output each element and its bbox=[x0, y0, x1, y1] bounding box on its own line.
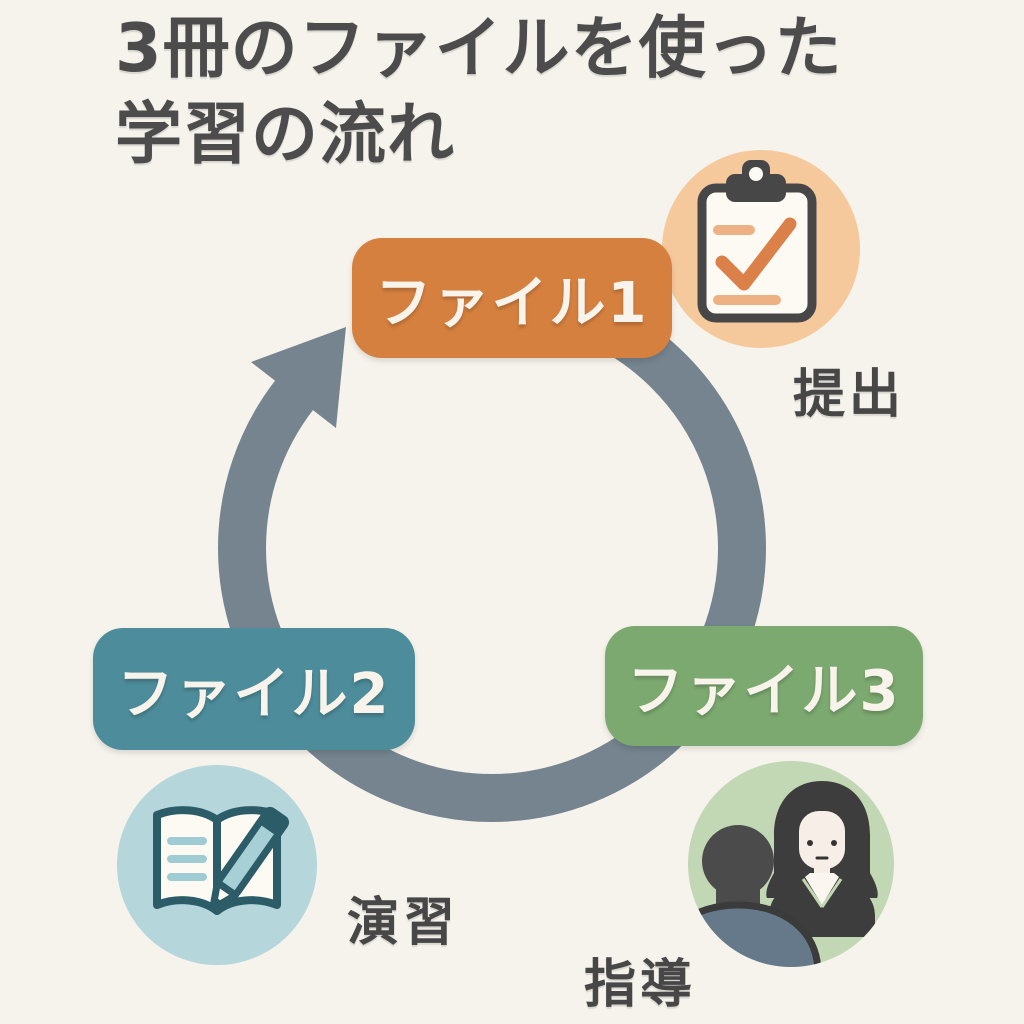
clipboard-check-icon bbox=[697, 160, 817, 323]
practice-step-badge bbox=[117, 765, 317, 965]
node-file1: ファイル1 bbox=[352, 238, 672, 358]
arrow-head-icon bbox=[251, 327, 346, 428]
node-file2-label: ファイル2 bbox=[117, 661, 391, 727]
page-title-line2: 学習の流れ bbox=[115, 94, 455, 173]
submission-step-badge bbox=[662, 150, 860, 348]
node-file3: ファイル3 bbox=[605, 626, 923, 746]
book-pencil-icon bbox=[153, 806, 290, 915]
people-discussion-icon bbox=[688, 781, 878, 967]
node-file1-label: ファイル1 bbox=[375, 270, 649, 336]
guidance-label: 指導 bbox=[584, 955, 697, 1015]
guidance-step-badge bbox=[688, 761, 894, 967]
page-title: 3冊のファイルを使った 学習の流れ bbox=[115, 6, 843, 178]
node-file2: ファイル2 bbox=[93, 628, 415, 750]
page-title-line1: 3冊のファイルを使った bbox=[115, 9, 843, 87]
submission-label: 提出 bbox=[793, 365, 906, 425]
node-file3-label: ファイル3 bbox=[627, 658, 901, 724]
practice-label: 演習 bbox=[347, 893, 460, 953]
